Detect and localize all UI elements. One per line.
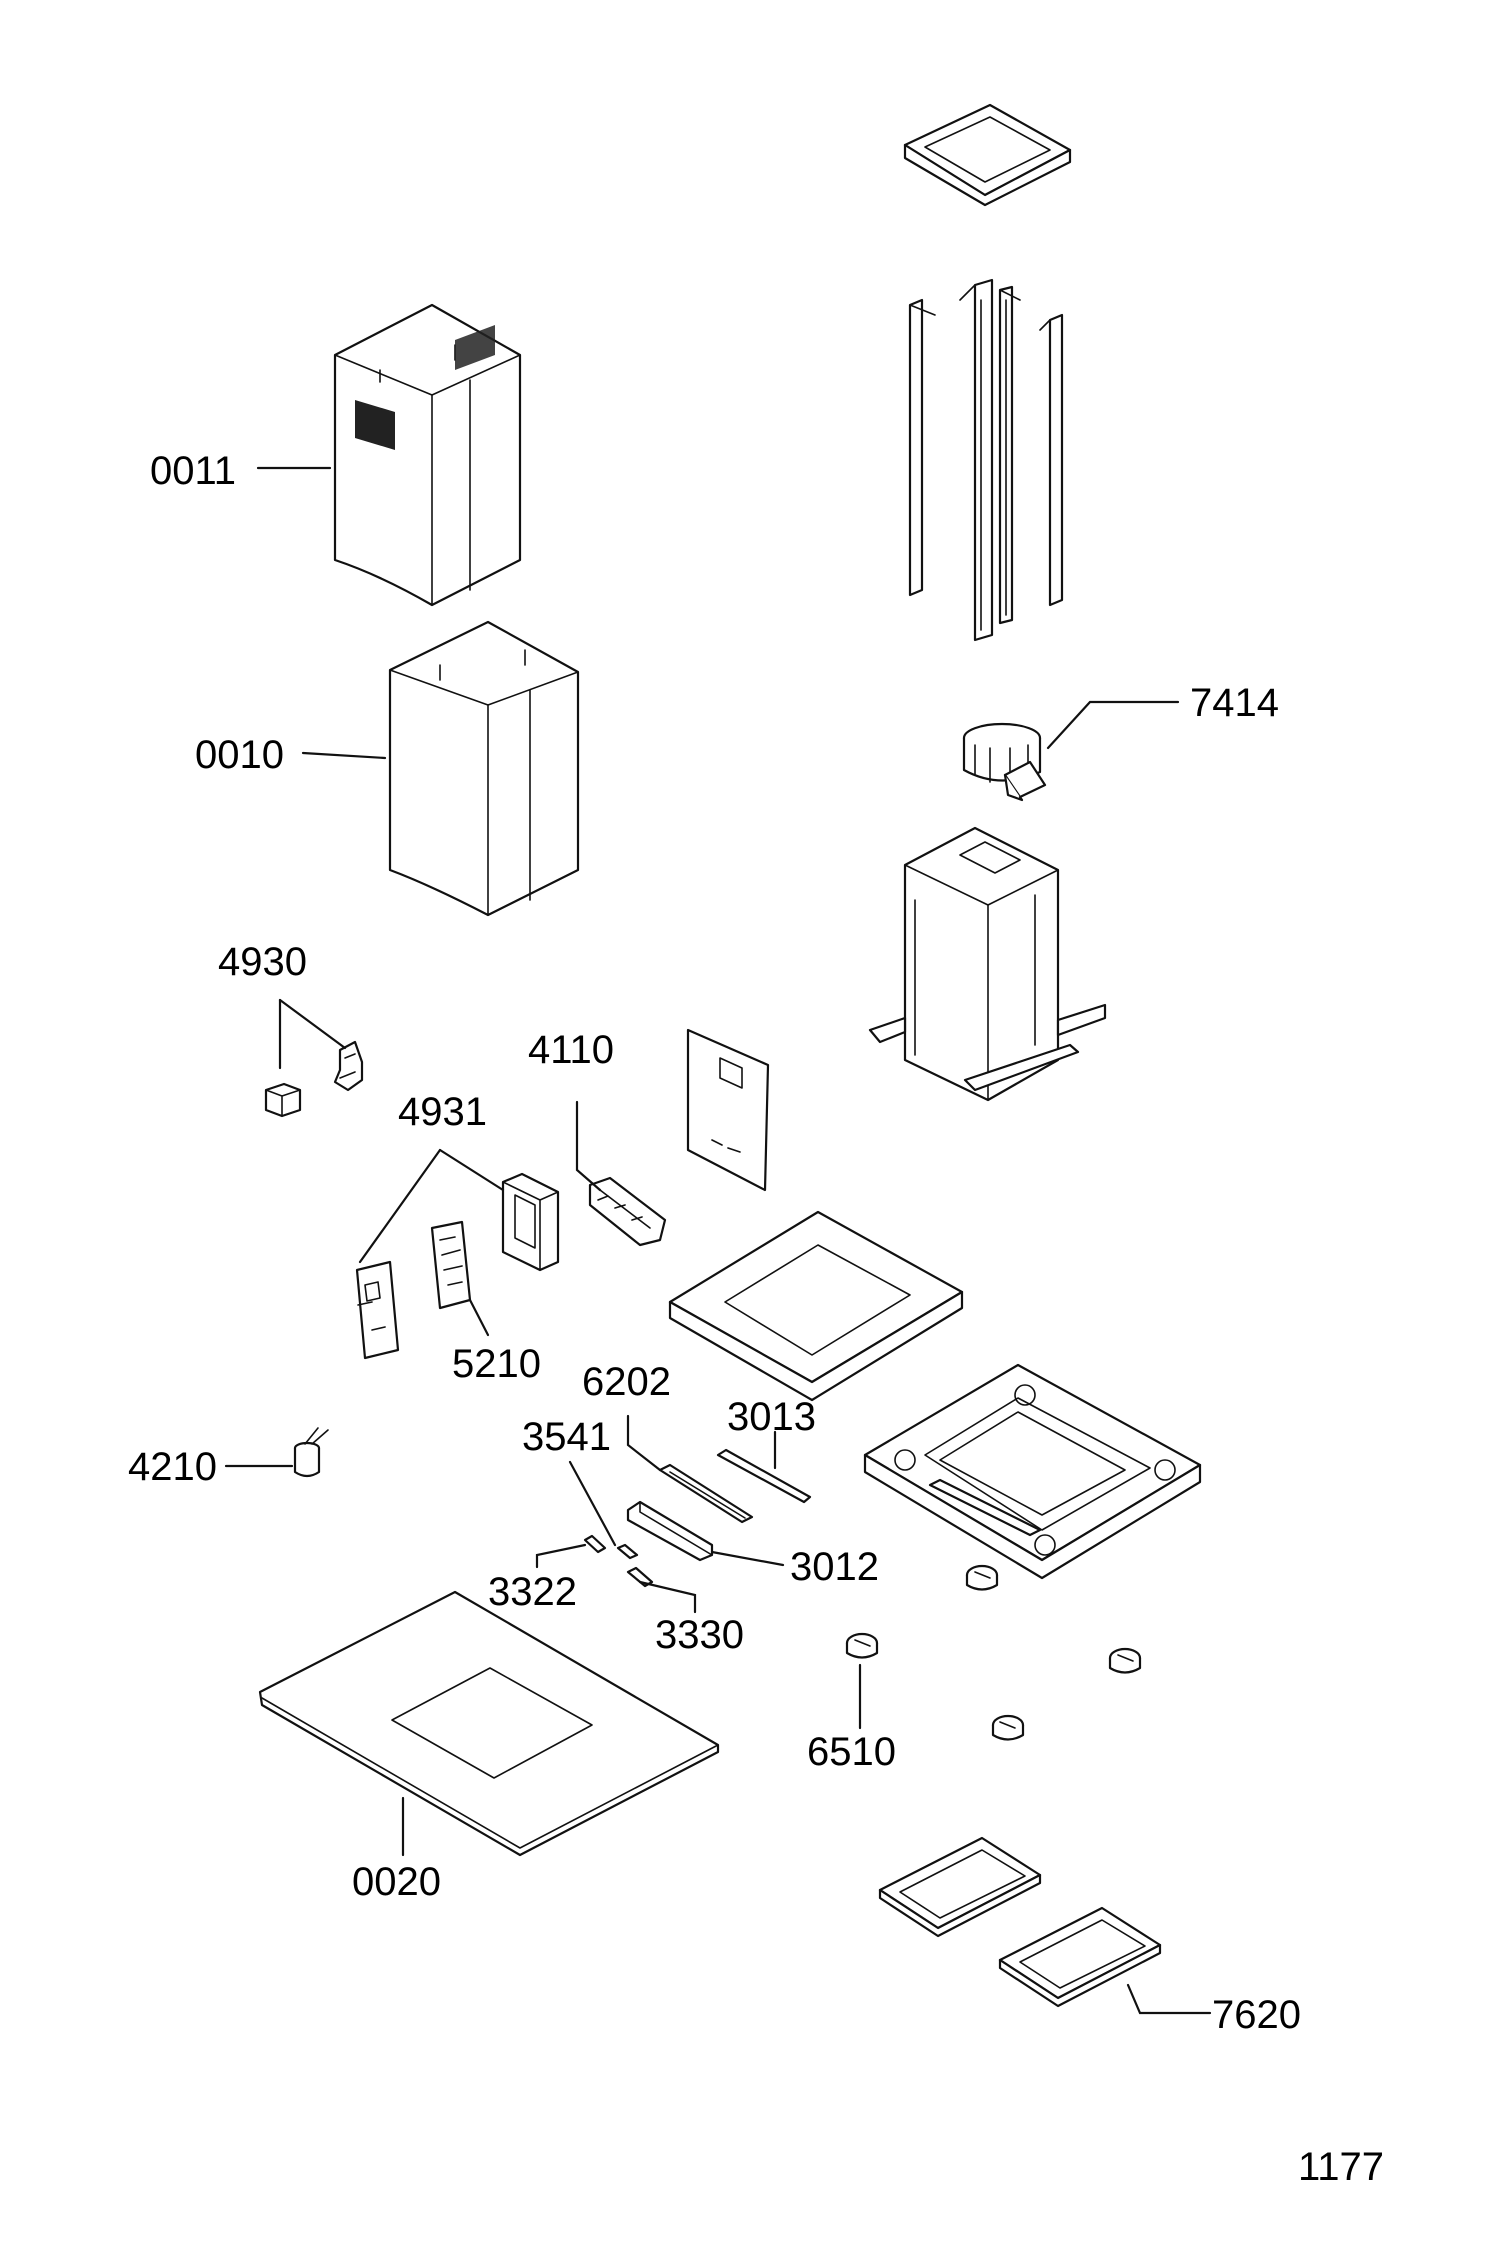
hood-base xyxy=(863,1363,1202,1580)
slider-assembly xyxy=(626,1500,714,1562)
cover-plate xyxy=(355,1260,400,1360)
control-panel xyxy=(588,1176,667,1247)
control-frame xyxy=(501,1172,560,1272)
chimney-lower-cover xyxy=(388,620,580,917)
label-4930: 4930 xyxy=(218,940,307,984)
label-7620: 7620 xyxy=(1212,1993,1301,2037)
contact-strip xyxy=(716,1448,812,1504)
label-0020: 0020 xyxy=(352,1860,441,1904)
chimney-upper-cover xyxy=(333,303,522,607)
label-0010: 0010 xyxy=(195,733,284,777)
grease-filter xyxy=(998,1906,1162,2008)
support-rails xyxy=(908,278,1064,642)
knob xyxy=(991,1714,1025,1741)
glass-plate xyxy=(258,1590,720,1857)
label-3012: 3012 xyxy=(790,1545,879,1589)
label-6202: 6202 xyxy=(582,1360,671,1404)
label-3330: 3330 xyxy=(655,1613,744,1657)
label-4210: 4210 xyxy=(128,1445,217,1489)
label-3322: 3322 xyxy=(488,1570,577,1614)
label-0011: 0011 xyxy=(150,449,236,493)
capacitor xyxy=(293,1427,329,1478)
page-number: 1177 xyxy=(1298,2145,1384,2189)
label-3541: 3541 xyxy=(522,1415,611,1459)
knob xyxy=(965,1564,999,1591)
label-4110: 4110 xyxy=(528,1028,614,1072)
part-number-labels: 0011 0010 7414 4930 4110 4931 5210 6202 … xyxy=(128,449,1384,2189)
knob xyxy=(1108,1647,1142,1674)
lower-hood-frame xyxy=(668,1210,964,1402)
label-3013: 3013 xyxy=(727,1395,816,1439)
label-5210: 5210 xyxy=(452,1342,541,1386)
small-fastener-parts xyxy=(583,1534,654,1588)
control-knobs xyxy=(845,1564,1142,1741)
pcb-board xyxy=(430,1220,472,1310)
knob xyxy=(845,1632,879,1659)
light-holder-rail xyxy=(658,1463,754,1524)
fan-motor-unit xyxy=(962,722,1047,802)
motor-housing xyxy=(868,826,1107,1102)
grease-filters xyxy=(878,1836,1162,2008)
grease-filter xyxy=(878,1836,1042,1938)
electronic-board-plate xyxy=(686,1028,770,1192)
label-4931: 4931 xyxy=(398,1090,487,1134)
leader-lines xyxy=(224,466,1212,2015)
switch-assembly xyxy=(264,1040,364,1118)
label-6510: 6510 xyxy=(807,1730,896,1774)
label-7414: 7414 xyxy=(1190,681,1279,725)
top-mounting-frame xyxy=(903,103,1072,207)
